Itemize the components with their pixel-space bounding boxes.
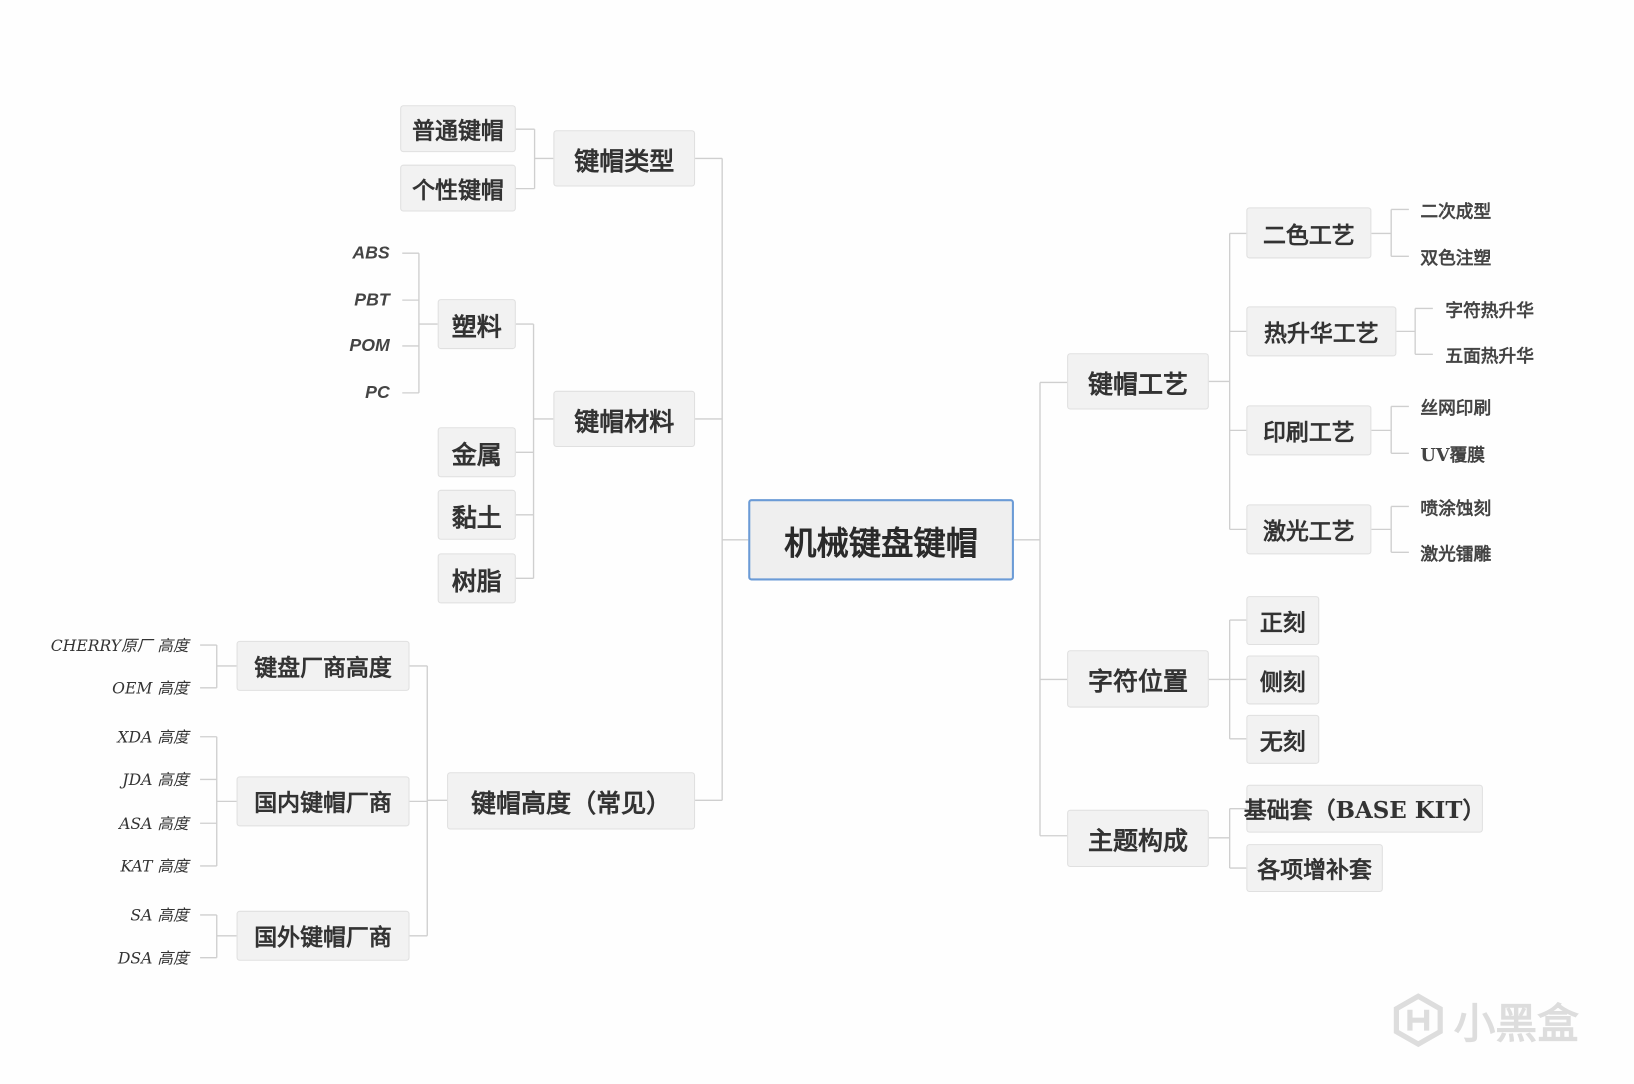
root-node[interactable]: 机械键盘键帽 — [748, 499, 1014, 581]
node-metal[interactable]: 金属 — [437, 427, 516, 478]
leaf-height[interactable]: JDA 高度 — [122, 770, 189, 790]
leaf-height[interactable]: ASA 高度 — [119, 814, 189, 834]
leaf-height[interactable]: CHERRY原厂 高度 — [50, 636, 189, 655]
node-printing[interactable]: 印刷工艺 — [1246, 405, 1372, 456]
watermark-text: 小黑盒 — [1453, 1000, 1579, 1049]
node-laser[interactable]: 激光工艺 — [1246, 504, 1372, 555]
leaf-pbt[interactable]: PBT — [354, 289, 390, 310]
node-normal-keycap[interactable]: 普通键帽 — [400, 105, 516, 153]
node-side-print[interactable]: 侧刻 — [1246, 655, 1320, 705]
node-theme-set[interactable]: 主题构成 — [1067, 809, 1209, 868]
leaf-height[interactable]: SA 高度 — [130, 906, 189, 925]
node-keycap-types[interactable]: 键帽类型 — [553, 130, 696, 187]
node-dye-sub[interactable]: 热升华工艺 — [1246, 306, 1397, 357]
leaf-height[interactable]: KAT 高度 — [120, 857, 189, 876]
node-blank[interactable]: 无刻 — [1246, 714, 1320, 764]
node-keycap-materials[interactable]: 键帽材料 — [553, 390, 696, 448]
watermark-logo: 小黑盒 — [1391, 990, 1579, 1050]
node-domestic-makers[interactable]: 国内键帽厂商 — [236, 776, 410, 827]
node-plastic[interactable]: 塑料 — [437, 299, 516, 350]
leaf-craft[interactable]: 喷涂蚀刻 — [1420, 498, 1492, 520]
node-legend-position[interactable]: 字符位置 — [1067, 650, 1209, 708]
leaf-craft[interactable]: 丝网印刷 — [1420, 398, 1492, 420]
leaf-pc[interactable]: PC — [365, 382, 390, 403]
node-keycap-heights[interactable]: 键帽高度（常见） — [447, 772, 696, 830]
node-custom-keycap[interactable]: 个性键帽 — [400, 164, 516, 212]
leaf-pom[interactable]: POM — [349, 335, 390, 356]
node-top-print[interactable]: 正刻 — [1246, 596, 1320, 646]
leaf-craft[interactable]: 双色注塑 — [1420, 248, 1492, 270]
node-foreign-makers[interactable]: 国外键帽厂商 — [236, 910, 410, 961]
leaf-craft[interactable]: 二次成型 — [1420, 201, 1492, 223]
leaf-craft[interactable]: 五面热升华 — [1445, 346, 1534, 368]
node-clay[interactable]: 黏土 — [437, 489, 516, 540]
logo-icon — [1393, 993, 1443, 1048]
leaf-height[interactable]: DSA 高度 — [117, 948, 189, 968]
node-base-kit[interactable]: 基础套（BASE KIT） — [1244, 784, 1485, 833]
leaf-craft[interactable]: 激光镭雕 — [1420, 544, 1492, 566]
leaf-craft[interactable]: 字符热升华 — [1445, 300, 1534, 322]
leaf-abs[interactable]: ABS — [352, 242, 390, 263]
node-doubleshot[interactable]: 二色工艺 — [1246, 207, 1372, 259]
node-resin[interactable]: 树脂 — [437, 553, 516, 604]
node-keyboard-maker-heights[interactable]: 键盘厂商高度 — [236, 640, 410, 691]
node-keycap-craft[interactable]: 键帽工艺 — [1067, 353, 1209, 410]
leaf-height[interactable]: XDA 高度 — [117, 727, 189, 747]
leaf-craft[interactable]: UV覆膜 — [1420, 445, 1485, 467]
node-addon-kits[interactable]: 各项增补套 — [1246, 844, 1383, 893]
leaf-height[interactable]: OEM 高度 — [112, 678, 189, 698]
